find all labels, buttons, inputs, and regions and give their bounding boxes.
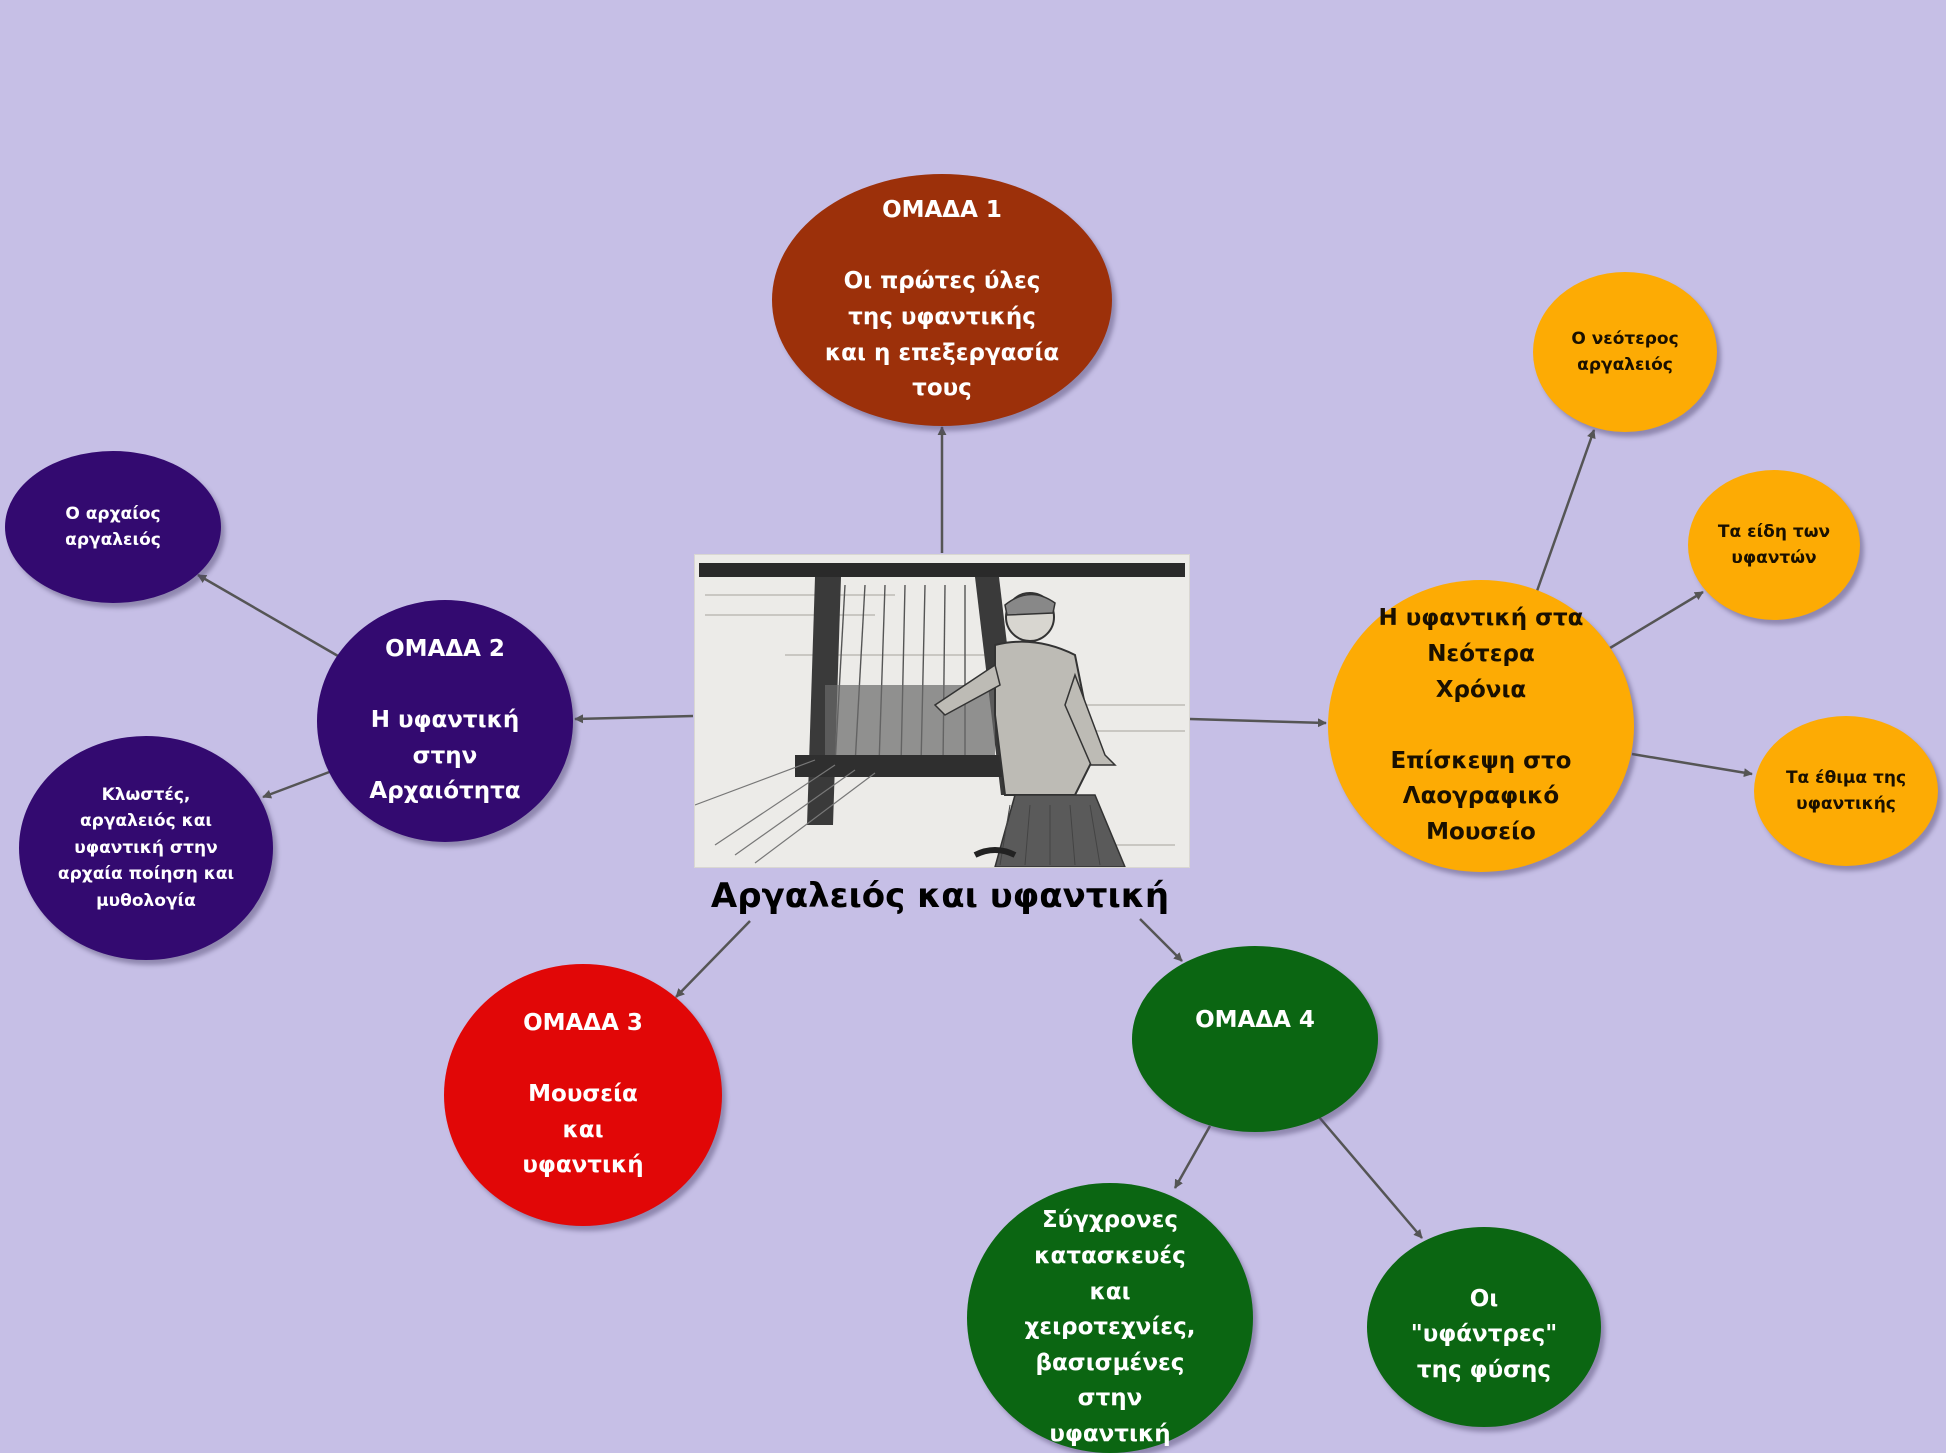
central-title: Αργαλειός και υφαντική — [710, 876, 1170, 916]
loom-weaver-illustration — [694, 554, 1190, 868]
edge-title-omada4 — [1139, 918, 1183, 962]
node-ufantres-fysis[interactable]: Οι "υφάντρες" της φύσης — [1367, 1227, 1601, 1427]
node-omada-2-text: ΟΜΑΔΑ 2 Η υφαντική στην Αρχαιότητα — [369, 635, 521, 805]
node-klostes-poiisi[interactable]: Κλωστές, αργαλειός και υφαντική στην αρχ… — [19, 736, 273, 960]
edge-title-omada3 — [675, 920, 751, 998]
loom-illustration-drawing — [695, 555, 1189, 867]
node-neoteros-argaleios[interactable]: Ο νεότερος αργαλειός — [1533, 272, 1717, 432]
node-eidi-ufanton[interactable]: Τα είδη των υφαντών — [1688, 470, 1860, 620]
edge-neotera-eidi — [1609, 590, 1704, 650]
edge-center-neotera — [1189, 717, 1327, 728]
node-omada-1-text: ΟΜΑΔΑ 1 Οι πρώτες ύλες της υφαντικής και… — [824, 197, 1060, 402]
node-omada-1[interactable]: ΟΜΑΔΑ 1 Οι πρώτες ύλες της υφαντικής και… — [772, 174, 1112, 426]
node-omada-3-text: ΟΜΑΔΑ 3 Μουσεία και υφαντική — [522, 1009, 644, 1179]
node-sygxrones-kataskeues[interactable]: Σύγχρονες κατασκευές και χειροτεχνίες, β… — [967, 1183, 1253, 1453]
node-archaios-argaleios-text: Ο αρχαίος αργαλειός — [65, 503, 161, 550]
node-neotera-xronia[interactable]: Η υφαντική στα Νεότερα Χρόνια Επίσκεψη σ… — [1328, 580, 1634, 872]
edge-neotera-ethima — [1631, 752, 1753, 778]
node-omada-3[interactable]: ΟΜΑΔΑ 3 Μουσεία και υφαντική — [444, 964, 722, 1226]
edge-omada2-klostes — [262, 769, 333, 799]
node-neoteros-argaleios-text: Ο νεότερος αργαλειός — [1571, 328, 1679, 375]
node-omada-4-text: ΟΜΑΔΑ 4 — [1195, 1007, 1315, 1034]
edge-omada4-sygxrones — [1173, 1125, 1212, 1189]
edge-center-omada2 — [574, 714, 694, 724]
node-omada-2[interactable]: ΟΜΑΔΑ 2 Η υφαντική στην Αρχαιότητα — [317, 600, 573, 842]
node-eidi-ufanton-text: Τα είδη των υφαντών — [1717, 521, 1831, 568]
node-archaios-argaleios[interactable]: Ο αρχαίος αργαλειός — [5, 451, 221, 603]
edge-neotera-neoteros — [1535, 429, 1596, 592]
node-ethima-ufantikis-text: Τα έθιμα της υφαντικής — [1785, 767, 1907, 814]
node-neotera-xronia-text: Η υφαντική στα Νεότερα Χρόνια Επίσκεψη σ… — [1378, 605, 1584, 846]
node-ufantres-fysis-text: Οι "υφάντρες" της φύσης — [1410, 1285, 1558, 1383]
node-omada-4[interactable]: ΟΜΑΔΑ 4 — [1132, 946, 1378, 1132]
node-sygxrones-kataskeues-text: Σύγχρονες κατασκευές και χειροτεχνίες, β… — [1024, 1207, 1196, 1448]
edges-layer — [197, 426, 1753, 1239]
edge-omada4-ufantres — [1318, 1116, 1423, 1239]
edge-omada2-archaios — [197, 573, 339, 658]
node-ethima-ufantikis[interactable]: Τα έθιμα της υφαντικής — [1754, 716, 1938, 866]
node-klostes-poiisi-text: Κλωστές, αργαλειός και υφαντική στην αρχ… — [57, 785, 235, 911]
